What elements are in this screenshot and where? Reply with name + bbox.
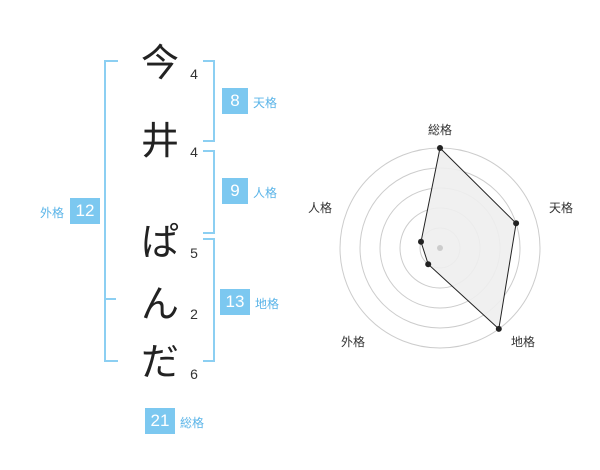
soukaku-label: 総格 bbox=[180, 416, 205, 430]
jinkaku-label: 人格 bbox=[253, 186, 278, 200]
stroke-count-1: 4 bbox=[190, 66, 198, 82]
chikaku-value: 13 bbox=[220, 289, 250, 315]
name-char-2: 井 bbox=[140, 119, 179, 163]
radar-label-jinkaku: 人格 bbox=[308, 201, 333, 215]
radar-center-dot bbox=[437, 245, 443, 251]
tenkaku-value: 8 bbox=[222, 88, 248, 114]
radar-label-tenkaku: 天格 bbox=[549, 201, 574, 215]
radar-point-1 bbox=[437, 145, 443, 151]
name-char-5: だ bbox=[140, 340, 179, 384]
name-char-4: ん bbox=[140, 282, 179, 326]
chikaku-bracket bbox=[203, 238, 215, 362]
chikaku-label: 地格 bbox=[255, 297, 280, 311]
stroke-count-2: 4 bbox=[190, 144, 198, 160]
radar-label-chikaku: 地格 bbox=[511, 335, 536, 349]
radar-label-gaikaku: 外格 bbox=[341, 335, 366, 349]
gaikaku-value: 12 bbox=[70, 198, 100, 224]
soukaku-value: 21 bbox=[145, 408, 175, 434]
radar-point-4 bbox=[425, 261, 432, 268]
tenkaku-bracket bbox=[203, 60, 215, 142]
tenkaku-label: 天格 bbox=[253, 96, 278, 110]
stroke-count-3: 5 bbox=[190, 245, 198, 261]
radar-point-5 bbox=[418, 238, 424, 245]
gaikaku-bracket-tick bbox=[104, 298, 116, 300]
radar-label-soukaku: 総格 bbox=[428, 123, 453, 137]
radar-point-2 bbox=[513, 220, 520, 227]
radar-polygon bbox=[420, 146, 517, 330]
name-char-3: ぱ bbox=[140, 220, 179, 264]
stroke-count-5: 6 bbox=[190, 366, 198, 382]
gaikaku-bracket bbox=[104, 60, 118, 362]
jinkaku-bracket bbox=[203, 150, 215, 234]
name-char-1: 今 bbox=[140, 41, 179, 85]
jinkaku-value: 9 bbox=[222, 178, 248, 204]
radar-point-3 bbox=[495, 325, 502, 332]
gaikaku-label: 外格 bbox=[40, 206, 65, 220]
stroke-count-4: 2 bbox=[190, 306, 198, 322]
